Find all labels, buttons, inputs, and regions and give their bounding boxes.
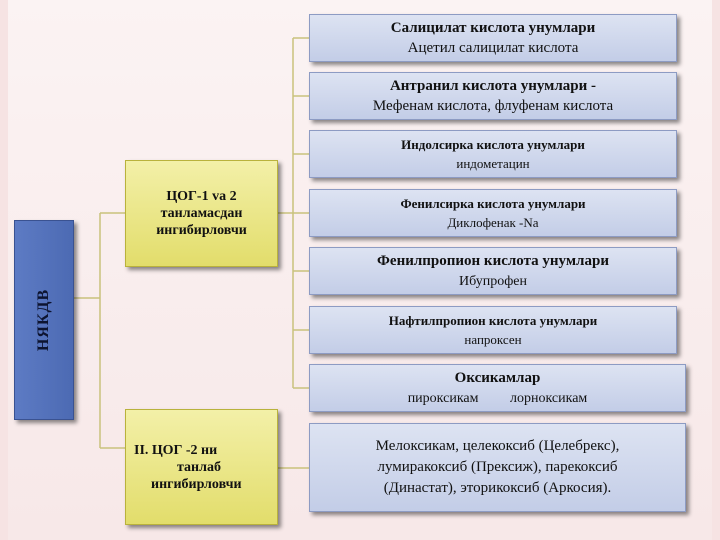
class-drug: Ибупрофен [459, 274, 527, 289]
group-1-line-3: ингибирловчи [156, 223, 247, 238]
root-box: НЯКДВ [14, 220, 74, 420]
root-label: НЯКДВ [35, 288, 52, 352]
class-box-indoleacetic: Индолсирка кислота унумлари индометацин [309, 130, 677, 178]
class-title: Индолсирка кислота унумлари [401, 137, 585, 152]
cox2-drugs-line-1: Мелоксикам, целекоксиб (Целебрекс), [375, 438, 620, 454]
class-box-anthranilic: Антранил кислота унумлари - Мефенам кисл… [309, 72, 677, 120]
class-drug: напроксен [464, 332, 522, 347]
class-box-phenylpropionic: Фенилпропион кислота унумлари Ибупрофен [309, 247, 677, 295]
cox2-drugs-line-3: (Династат), эторикоксиб (Аркосия). [383, 480, 612, 496]
class-box-naphthylpropionic: Нафтилпропион кислота унумлари напроксен [309, 306, 677, 354]
class-title: Оксикамлар [454, 370, 541, 386]
group-2-line-1: II. ЦОГ -2 ни [134, 443, 218, 458]
class-title: Антранил кислота унумлари - [389, 78, 597, 94]
class-drug: Ацетил салицилат кислота [407, 40, 579, 56]
cox2-drugs-box: Мелоксикам, целекоксиб (Целебрекс), луми… [309, 423, 686, 512]
group-1-line-2: танламасдан [160, 206, 243, 221]
class-drug: пироксикам лорноксикам [407, 391, 588, 406]
class-drug: Мефенам кислота, флуфенам кислота [372, 98, 614, 114]
class-drug: индометацин [456, 156, 530, 171]
group-cox1-cox2-nonselective: ЦОГ-1 va 2 танламасдан ингибирловчи [125, 160, 278, 267]
class-drug: Диклофенак -Na [447, 215, 539, 230]
class-title: Фенилсирка кислота унумлари [400, 196, 586, 211]
class-box-salicylates: Салицилат кислота унумлари Ацетил салици… [309, 14, 677, 62]
class-title: Нафтилпропион кислота унумлари [388, 313, 598, 328]
class-box-oxicams: Оксикамлар пироксикам лорноксикам [309, 364, 686, 412]
class-box-phenylacetic: Фенилсирка кислота унумлари Диклофенак -… [309, 189, 677, 237]
cox2-drugs-line-2: лумиракоксиб (Прексиж), парекоксиб [377, 459, 618, 475]
class-title: Салицилат кислота унумлари [390, 20, 596, 36]
group-cox2-selective: II. ЦОГ -2 ни танлаб ингибирловчи [125, 409, 278, 525]
class-title: Фенилпропион кислота унумлари [377, 253, 609, 269]
group-2-line-3: ингибирловчи [151, 477, 242, 492]
group-1-line-1: ЦОГ-1 va 2 [166, 189, 237, 204]
group-2-line-2: танлаб [177, 460, 221, 475]
